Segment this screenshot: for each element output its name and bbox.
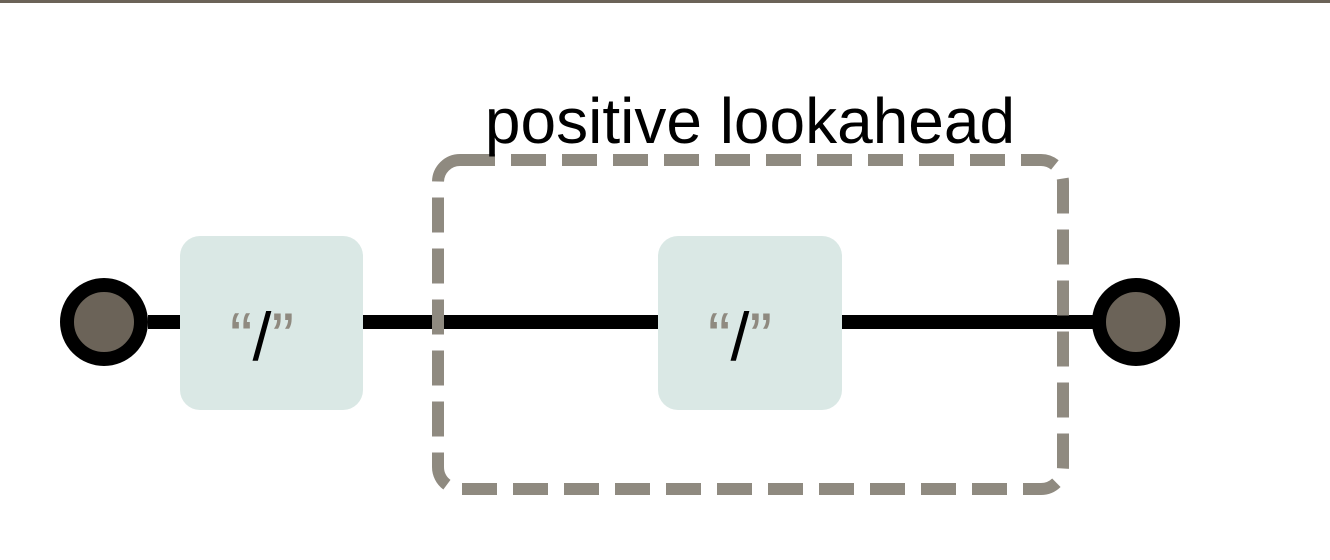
literal-node-2: “/”	[658, 236, 842, 410]
literal-node-2-close-quote: ”	[749, 299, 772, 375]
literal-node-1: “/”	[180, 236, 363, 410]
top-rule	[0, 0, 1330, 3]
literal-node-1-open-quote: “	[230, 299, 253, 375]
literal-node-2-open-quote: “	[708, 299, 731, 375]
literal-node-1-value: /	[253, 299, 272, 375]
end-terminal	[1092, 278, 1180, 366]
literal-node-1-close-quote: ”	[271, 299, 294, 375]
literal-node-1-text: “/”	[230, 299, 294, 375]
literal-node-1-box	[180, 236, 363, 410]
literal-node-2-value: /	[731, 299, 750, 375]
start-terminal	[60, 278, 148, 366]
positive-lookahead-group: positive lookahead	[432, 85, 1069, 495]
lookahead-group-border	[432, 154, 1069, 495]
literal-node-2-text: “/”	[708, 299, 772, 375]
lookahead-group-label: positive lookahead	[485, 85, 1015, 157]
literal-node-2-box	[658, 236, 842, 410]
